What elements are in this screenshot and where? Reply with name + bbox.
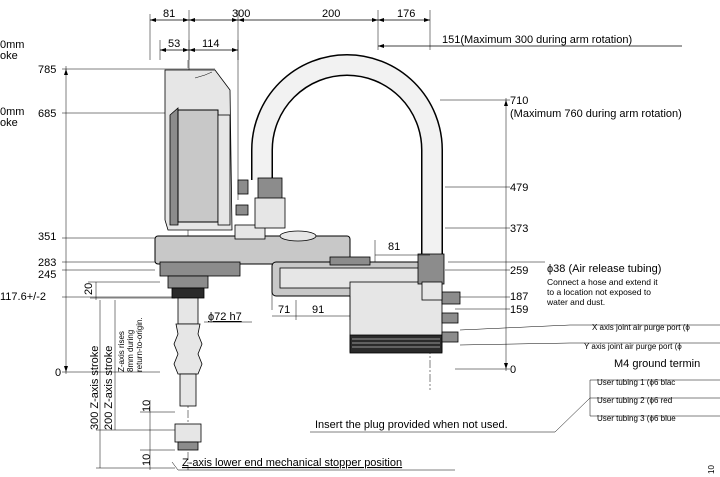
- air-release-tubing: [235, 54, 445, 301]
- z-stroke-200: 200 Z-axis stroke: [103, 346, 115, 430]
- height-245: 245: [38, 269, 56, 281]
- height-159: 159: [510, 304, 528, 316]
- dim-176-top: 176: [397, 8, 415, 20]
- user-tubing-1: User tubing 1 (ϕ6 blac: [597, 378, 675, 387]
- dim-10-a: 10: [141, 400, 153, 412]
- height-685: 685: [38, 108, 56, 120]
- dim-81-arm: 81: [388, 241, 400, 253]
- ground-terminal: M4 ground termin: [614, 358, 700, 370]
- user-tubing-2: User tubing 2 (ϕ6 red: [597, 396, 672, 405]
- plug-note: Insert the plug provided when not used.: [315, 419, 508, 431]
- right-height-lines: [440, 98, 510, 371]
- height-187: 187: [510, 291, 528, 303]
- height-283: 283: [38, 257, 56, 269]
- air-release-line2: to a location not exposed to: [547, 287, 651, 297]
- dim-53: 53: [168, 38, 180, 50]
- height-710: 710: [510, 95, 528, 107]
- height-259: 259: [510, 265, 528, 277]
- top-dimension-lines: [149, 10, 682, 200]
- user-tubing-3: User tubing 3 (ϕ6 blue: [597, 414, 676, 423]
- motor-box: [349, 281, 461, 354]
- dim-71: 71: [278, 304, 290, 316]
- first-arm: [154, 224, 351, 277]
- height-117: 117.6+/-2: [0, 291, 46, 303]
- dim-91: 91: [312, 304, 324, 316]
- height-710-note: (Maximum 760 during arm rotation): [510, 108, 682, 120]
- corner-mark: 10: [707, 465, 716, 474]
- height-479: 479: [510, 182, 528, 194]
- shaft-diameter: ϕ72 h7: [208, 311, 242, 323]
- z-rise-line2: 8mm during: [126, 330, 135, 372]
- air-release-line1: Connect a hose and extend it: [547, 277, 658, 287]
- z-rise-line1: Z-axis rises: [117, 331, 126, 372]
- left-height-lines: [62, 66, 215, 374]
- height-373: 373: [510, 223, 528, 235]
- x-purge-port: X axis joint air purge port (ϕ: [592, 323, 690, 332]
- small-dimension-lines: [88, 240, 430, 470]
- y-purge-port: Y axis joint air purge port (ϕ: [584, 342, 682, 351]
- z-stroke-300: 300 Z-axis stroke: [89, 346, 101, 430]
- height-0-right: 0: [510, 364, 516, 376]
- height-351: 351: [38, 231, 56, 243]
- air-release-title: ϕ38 (Air release tubing): [547, 263, 661, 275]
- height-785: 785: [38, 64, 56, 76]
- stroke-b-suffix: oke: [0, 117, 18, 129]
- dim-81-top: 81: [163, 8, 175, 20]
- z-rise-line3: return-to-origin.: [135, 317, 144, 372]
- dim-20: 20: [83, 283, 95, 295]
- stroke-a-suffix: oke: [0, 50, 18, 62]
- dim-10-b: 10: [141, 454, 153, 466]
- air-release-line3: water and dust.: [546, 297, 605, 307]
- dim-114: 114: [202, 38, 220, 50]
- dim-300-top: 300: [232, 8, 250, 20]
- stroke-a-prefix: 0mm: [0, 39, 24, 51]
- callout-leaders: [171, 261, 720, 471]
- stopper-note: Z-axis lower end mechanical stopper posi…: [182, 457, 402, 469]
- stroke-b-prefix: 0mm: [0, 106, 24, 118]
- height-0-left: 0: [55, 367, 61, 379]
- dim-200-top: 200: [322, 8, 340, 20]
- z-shaft: [167, 275, 209, 451]
- top-right-note: 151(Maximum 300 during arm rotation): [442, 34, 632, 46]
- z-axis-column: [164, 69, 233, 231]
